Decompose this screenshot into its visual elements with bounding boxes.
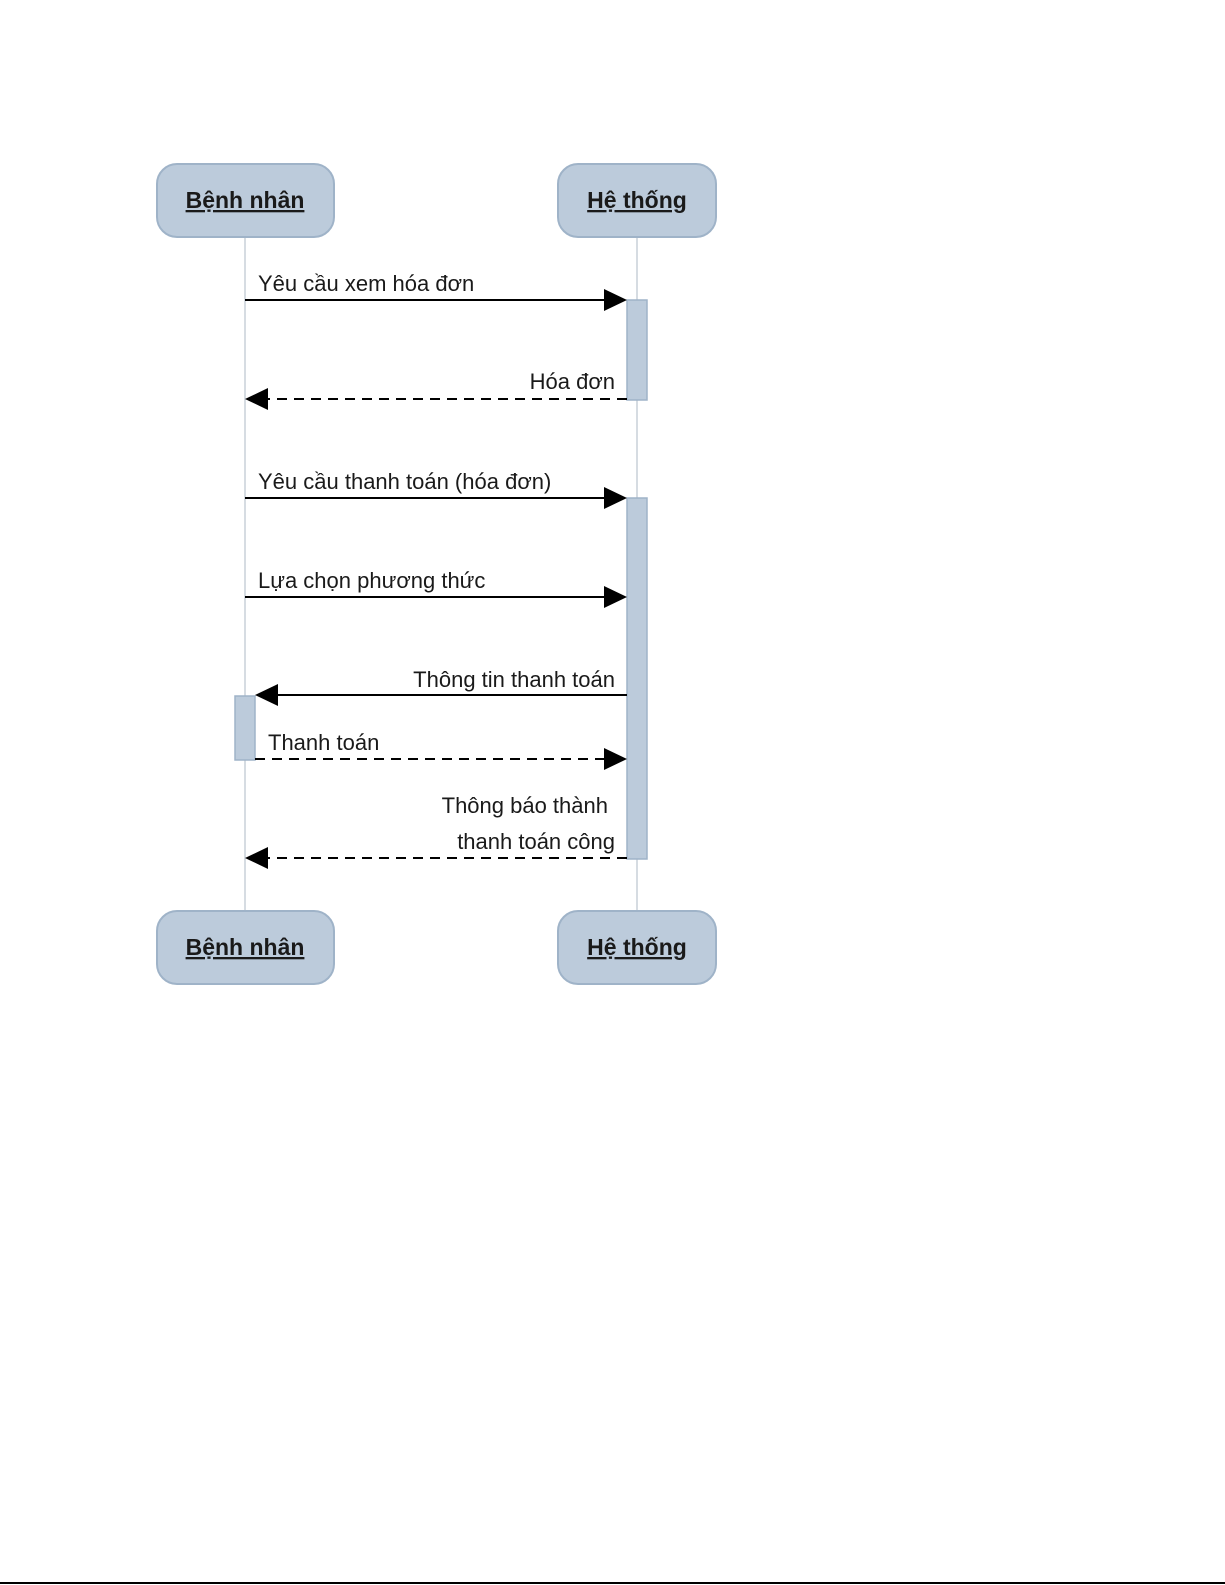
actor-he-thong-bottom[interactable]: Hệ thống (558, 911, 716, 984)
message-label: Yêu cầu thanh toán (hóa đơn) (258, 469, 551, 494)
message-thong-bao-thanh-toan: Thông báo thành thanh toán công (245, 793, 627, 869)
activation-he-thong-2 (627, 498, 647, 859)
message-label: Yêu cầu xem hóa đơn (258, 271, 474, 296)
message-label: Lựa chọn phương thức (258, 568, 485, 593)
message-thong-tin-thanh-toan: Thông tin thanh toán (255, 667, 627, 706)
activation-benh-nhan (235, 696, 255, 760)
actor-he-thong-top-label: Hệ thống (587, 187, 687, 213)
message-hoa-don: Hóa đơn (245, 369, 627, 410)
actor-benh-nhan-bottom[interactable]: Bệnh nhân (157, 911, 334, 984)
message-yeu-cau-thanh-toan: Yêu cầu thanh toán (hóa đơn) (245, 469, 627, 509)
page-bottom-border (0, 1582, 1225, 1584)
arrow-left-icon (245, 388, 268, 410)
message-label-line1: Thông báo thành (442, 793, 608, 818)
message-label-line2: thanh toán công (457, 829, 615, 854)
message-lua-chon-phuong-thuc: Lựa chọn phương thức (245, 568, 627, 608)
message-thanh-toan: Thanh toán (255, 730, 627, 770)
arrow-right-icon (604, 748, 627, 770)
actor-he-thong-bottom-label: Hệ thống (587, 934, 687, 960)
arrow-left-icon (245, 847, 268, 869)
actor-benh-nhan-top[interactable]: Bệnh nhân (157, 164, 334, 237)
message-label: Hóa đơn (530, 369, 615, 394)
message-label: Thanh toán (268, 730, 379, 755)
arrow-right-icon (604, 586, 627, 608)
arrow-left-icon (255, 684, 278, 706)
activation-he-thong-1 (627, 300, 647, 400)
actor-he-thong-top[interactable]: Hệ thống (558, 164, 716, 237)
arrow-right-icon (604, 289, 627, 311)
actor-benh-nhan-bottom-label: Bệnh nhân (186, 934, 305, 960)
arrow-right-icon (604, 487, 627, 509)
message-label: Thông tin thanh toán (413, 667, 615, 692)
message-yeu-cau-xem-hoa-don: Yêu cầu xem hóa đơn (245, 271, 627, 311)
actor-benh-nhan-top-label: Bệnh nhân (186, 187, 305, 213)
